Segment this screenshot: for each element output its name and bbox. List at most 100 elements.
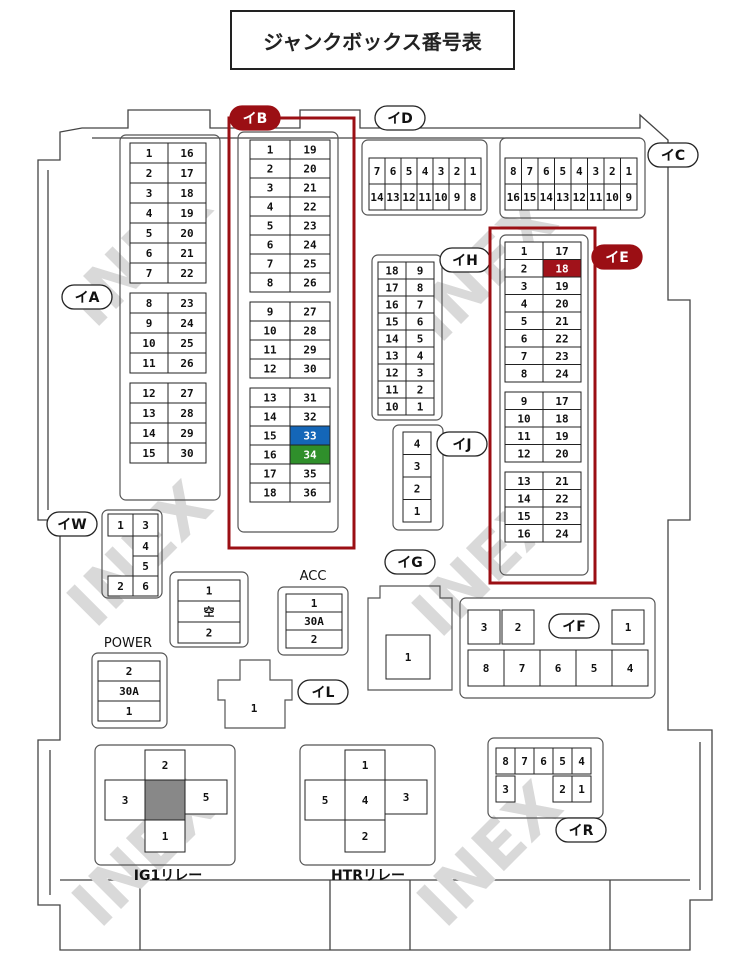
pin-number: 1 bbox=[126, 705, 133, 718]
pin-number: 6 bbox=[390, 165, 397, 178]
il-housing bbox=[217, 659, 293, 729]
pin-cell: 3 bbox=[146, 187, 153, 200]
pin-cell: 14 bbox=[263, 411, 277, 424]
fuse-housing bbox=[277, 586, 349, 656]
il-tag-text: イL bbox=[312, 685, 335, 701]
pin-cell: 12 bbox=[142, 387, 155, 400]
pin-cell: 11 bbox=[263, 344, 277, 357]
pin-cell: 20 bbox=[555, 447, 568, 460]
pin-number: 空 bbox=[204, 605, 215, 619]
pin-cell: 23 bbox=[180, 297, 193, 310]
pin-cell: 20 bbox=[180, 227, 193, 240]
ij-tag-text: イJ bbox=[452, 437, 471, 453]
pin-cell: 32 bbox=[303, 411, 316, 424]
pin-cell: 7 bbox=[146, 267, 153, 280]
pin-number: 4 bbox=[417, 350, 424, 363]
pin-cell: 4 bbox=[267, 201, 274, 214]
pin-cell: 8 bbox=[521, 367, 528, 380]
pin-number: 1 bbox=[470, 165, 477, 178]
pin-number: 1 bbox=[362, 759, 369, 772]
pin-number: 1 bbox=[578, 783, 585, 796]
pin-cell: 15 bbox=[263, 430, 276, 443]
pin-cell: 6 bbox=[521, 332, 528, 345]
pin-number: 7 bbox=[526, 165, 533, 178]
il-tag: イL bbox=[297, 679, 349, 705]
pin-number: 4 bbox=[142, 540, 149, 553]
pin-number: 14 bbox=[370, 191, 384, 204]
pin-cell: 5 bbox=[521, 315, 528, 328]
pin-number: 12 bbox=[385, 367, 398, 380]
pin-cell: 20 bbox=[555, 297, 568, 310]
fuse-housing bbox=[169, 571, 249, 648]
id-tag: イD bbox=[374, 105, 426, 131]
ig-housing bbox=[367, 585, 453, 691]
housing-outline bbox=[37, 109, 713, 951]
pin-cell: 30 bbox=[180, 447, 193, 460]
pin-number: 16 bbox=[507, 191, 521, 204]
pin-cell: 17 bbox=[180, 167, 193, 180]
pin-number: 9 bbox=[454, 191, 461, 204]
pin-number: 10 bbox=[385, 401, 398, 414]
pin-number: 13 bbox=[556, 191, 569, 204]
pin-cell: 24 bbox=[555, 367, 569, 380]
ic-housing bbox=[499, 137, 646, 219]
pin-cell: 20 bbox=[303, 163, 316, 176]
ir-tag: イR bbox=[555, 817, 607, 843]
pin-cell: 22 bbox=[555, 332, 568, 345]
pin-cell: 23 bbox=[303, 220, 316, 233]
relay-housing bbox=[299, 744, 436, 866]
pin-number: 4 bbox=[422, 165, 429, 178]
pin-number: 2 bbox=[162, 759, 169, 772]
pin-cell: 24 bbox=[555, 527, 569, 540]
pin-cell: 8 bbox=[146, 297, 153, 310]
pin-cell: 3 bbox=[521, 280, 528, 293]
ia-tag-text: イA bbox=[75, 290, 100, 306]
pin-number: 5 bbox=[142, 560, 149, 573]
pin-cell: 11 bbox=[142, 357, 156, 370]
pin-cell: 24 bbox=[303, 239, 317, 252]
pin-cell: 21 bbox=[555, 475, 569, 488]
pin-number: 3 bbox=[481, 621, 488, 634]
pin-number: 16 bbox=[385, 299, 399, 312]
pin-cell: 36 bbox=[303, 487, 317, 500]
pin-number: 3 bbox=[438, 165, 445, 178]
pin-cell: 28 bbox=[180, 407, 193, 420]
ih-tag-text: イH bbox=[452, 253, 478, 269]
pin-cell: 2 bbox=[146, 167, 153, 180]
pin-number: 2 bbox=[362, 830, 369, 843]
pin-number: 5 bbox=[322, 794, 329, 807]
pin-number: 14 bbox=[540, 191, 554, 204]
pin-number: 4 bbox=[578, 755, 585, 768]
ig-tag-text: イG bbox=[397, 555, 423, 571]
ib-tag-text: イB bbox=[243, 111, 268, 127]
pin-number: 6 bbox=[540, 755, 547, 768]
pin-number: 3 bbox=[142, 519, 149, 532]
ib-housing bbox=[237, 131, 339, 533]
pin-cell: 7 bbox=[521, 350, 528, 363]
pin-number: 7 bbox=[374, 165, 381, 178]
pin-number: 6 bbox=[417, 316, 424, 329]
id-tag-text: イD bbox=[387, 111, 413, 127]
pin-number: 1 bbox=[625, 621, 632, 634]
iw-housing bbox=[101, 509, 163, 599]
pin-cell: 18 bbox=[555, 412, 568, 425]
ib-tag: イB bbox=[229, 105, 281, 131]
pin-number: 4 bbox=[414, 437, 421, 450]
pin-cell: 16 bbox=[517, 527, 531, 540]
pin-number: 1 bbox=[117, 519, 124, 532]
power-label: POWER bbox=[104, 636, 152, 651]
pin-cell: 25 bbox=[303, 258, 316, 271]
pin-number: 7 bbox=[417, 299, 424, 312]
pin-number: 7 bbox=[519, 662, 526, 675]
ic-tag: イC bbox=[647, 142, 699, 168]
if-housing bbox=[459, 597, 656, 699]
ib-highlight-frame bbox=[227, 116, 356, 550]
pin-cell: 14 bbox=[142, 427, 156, 440]
